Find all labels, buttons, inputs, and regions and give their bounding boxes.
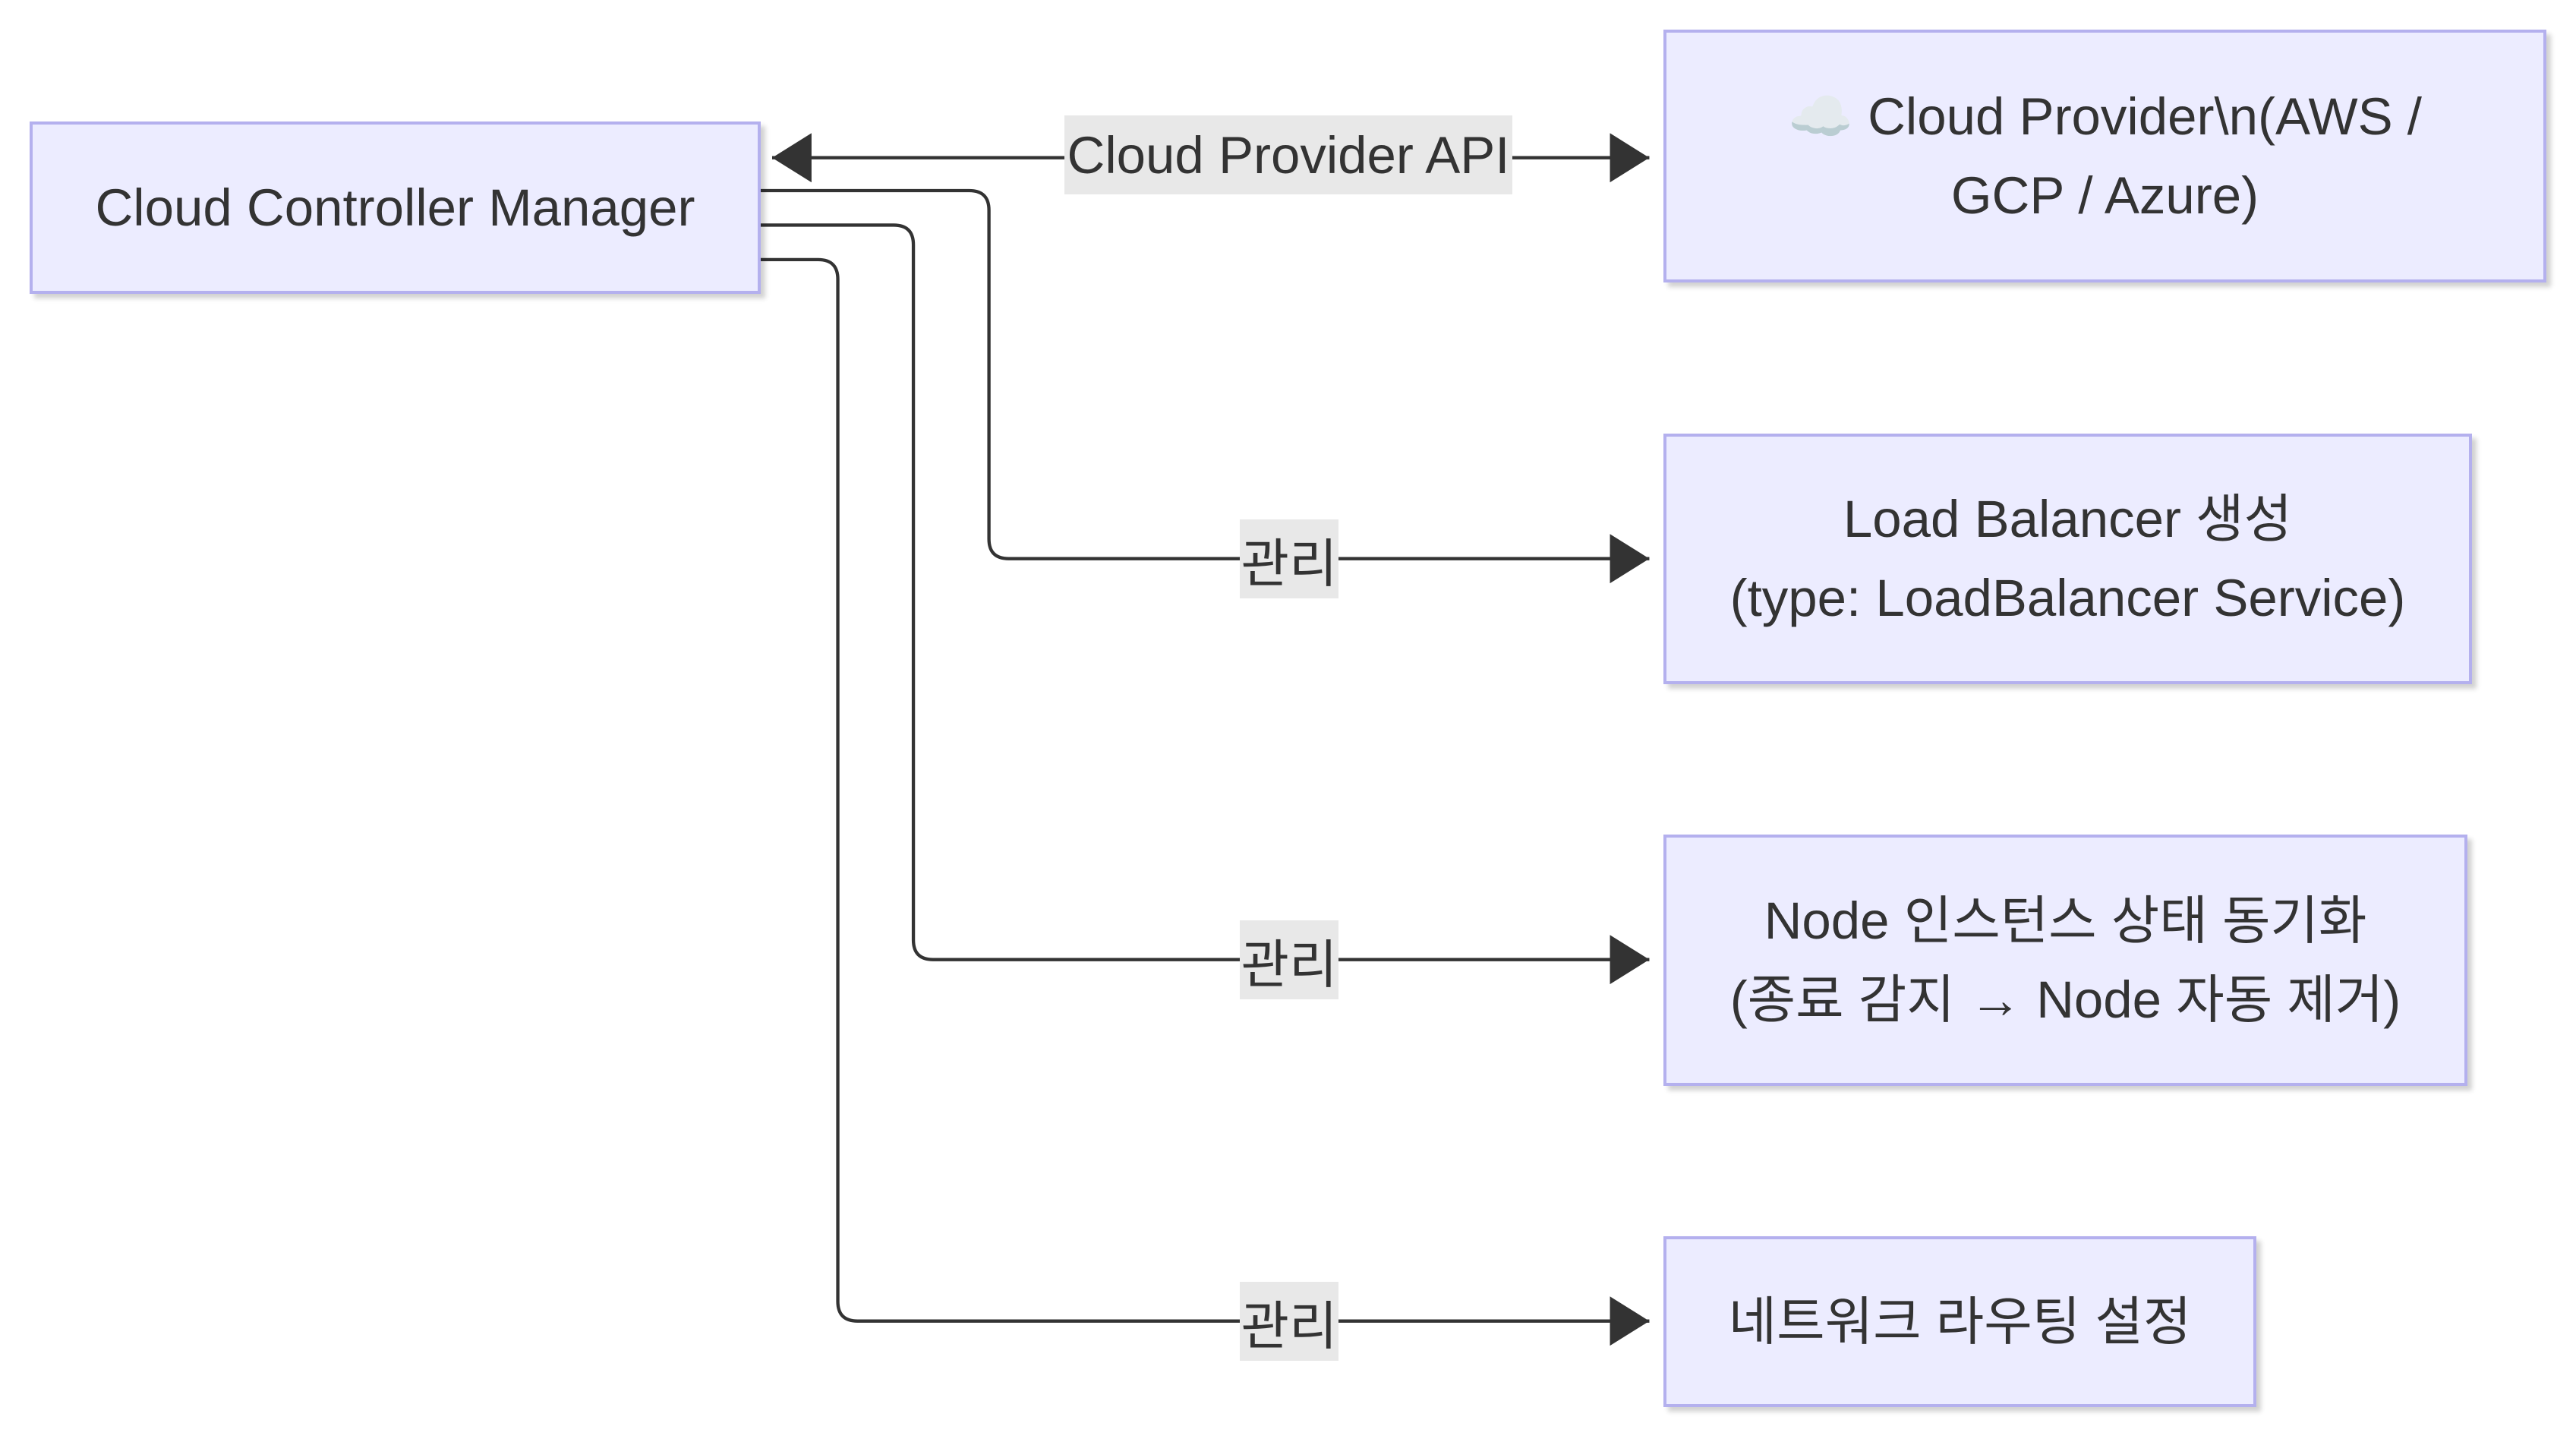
- ccm-label: Cloud Controller Manager: [95, 178, 695, 237]
- edge-label-provider-api: Cloud Provider API: [1064, 115, 1512, 194]
- provider-label-line2: GCP / Azure): [1950, 166, 2259, 225]
- lb-label-line1: Load Balancer 생성: [1843, 490, 2293, 548]
- network-routing-node[interactable]: 네트워크 라우팅 설정: [1663, 1236, 2256, 1407]
- routing-label: 네트워크 라우팅 설정: [1728, 1292, 2192, 1351]
- edge-to-routing: [758, 257, 1650, 1346]
- load-balancer-node[interactable]: Load Balancer 생성 (type: LoadBalancer Ser…: [1663, 434, 2472, 684]
- provider-label-line1: ☁️ Cloud Provider\n(AWS /: [1788, 87, 2422, 146]
- node-sync-label-line2: (종료 감지 → Node 자동 제거): [1729, 970, 2401, 1029]
- cloud-controller-manager-node[interactable]: Cloud Controller Manager: [30, 121, 761, 294]
- cloud-provider-node[interactable]: ☁️ Cloud Provider\n(AWS / GCP / Azure): [1663, 30, 2546, 282]
- lb-label-line2: (type: LoadBalancer Service): [1729, 569, 2406, 627]
- edge-label-lb: 관리: [1240, 519, 1338, 598]
- edge-to-load-balancer: [758, 188, 1650, 584]
- edge-label-node-sync: 관리: [1240, 920, 1338, 999]
- edge-label-routing: 관리: [1240, 1282, 1338, 1361]
- node-sync-label-line1: Node 인스턴스 상태 동기화: [1764, 891, 2367, 950]
- node-sync-node[interactable]: Node 인스턴스 상태 동기화 (종료 감지 → Node 자동 제거): [1663, 835, 2467, 1086]
- edge-to-node-sync: [758, 223, 1650, 985]
